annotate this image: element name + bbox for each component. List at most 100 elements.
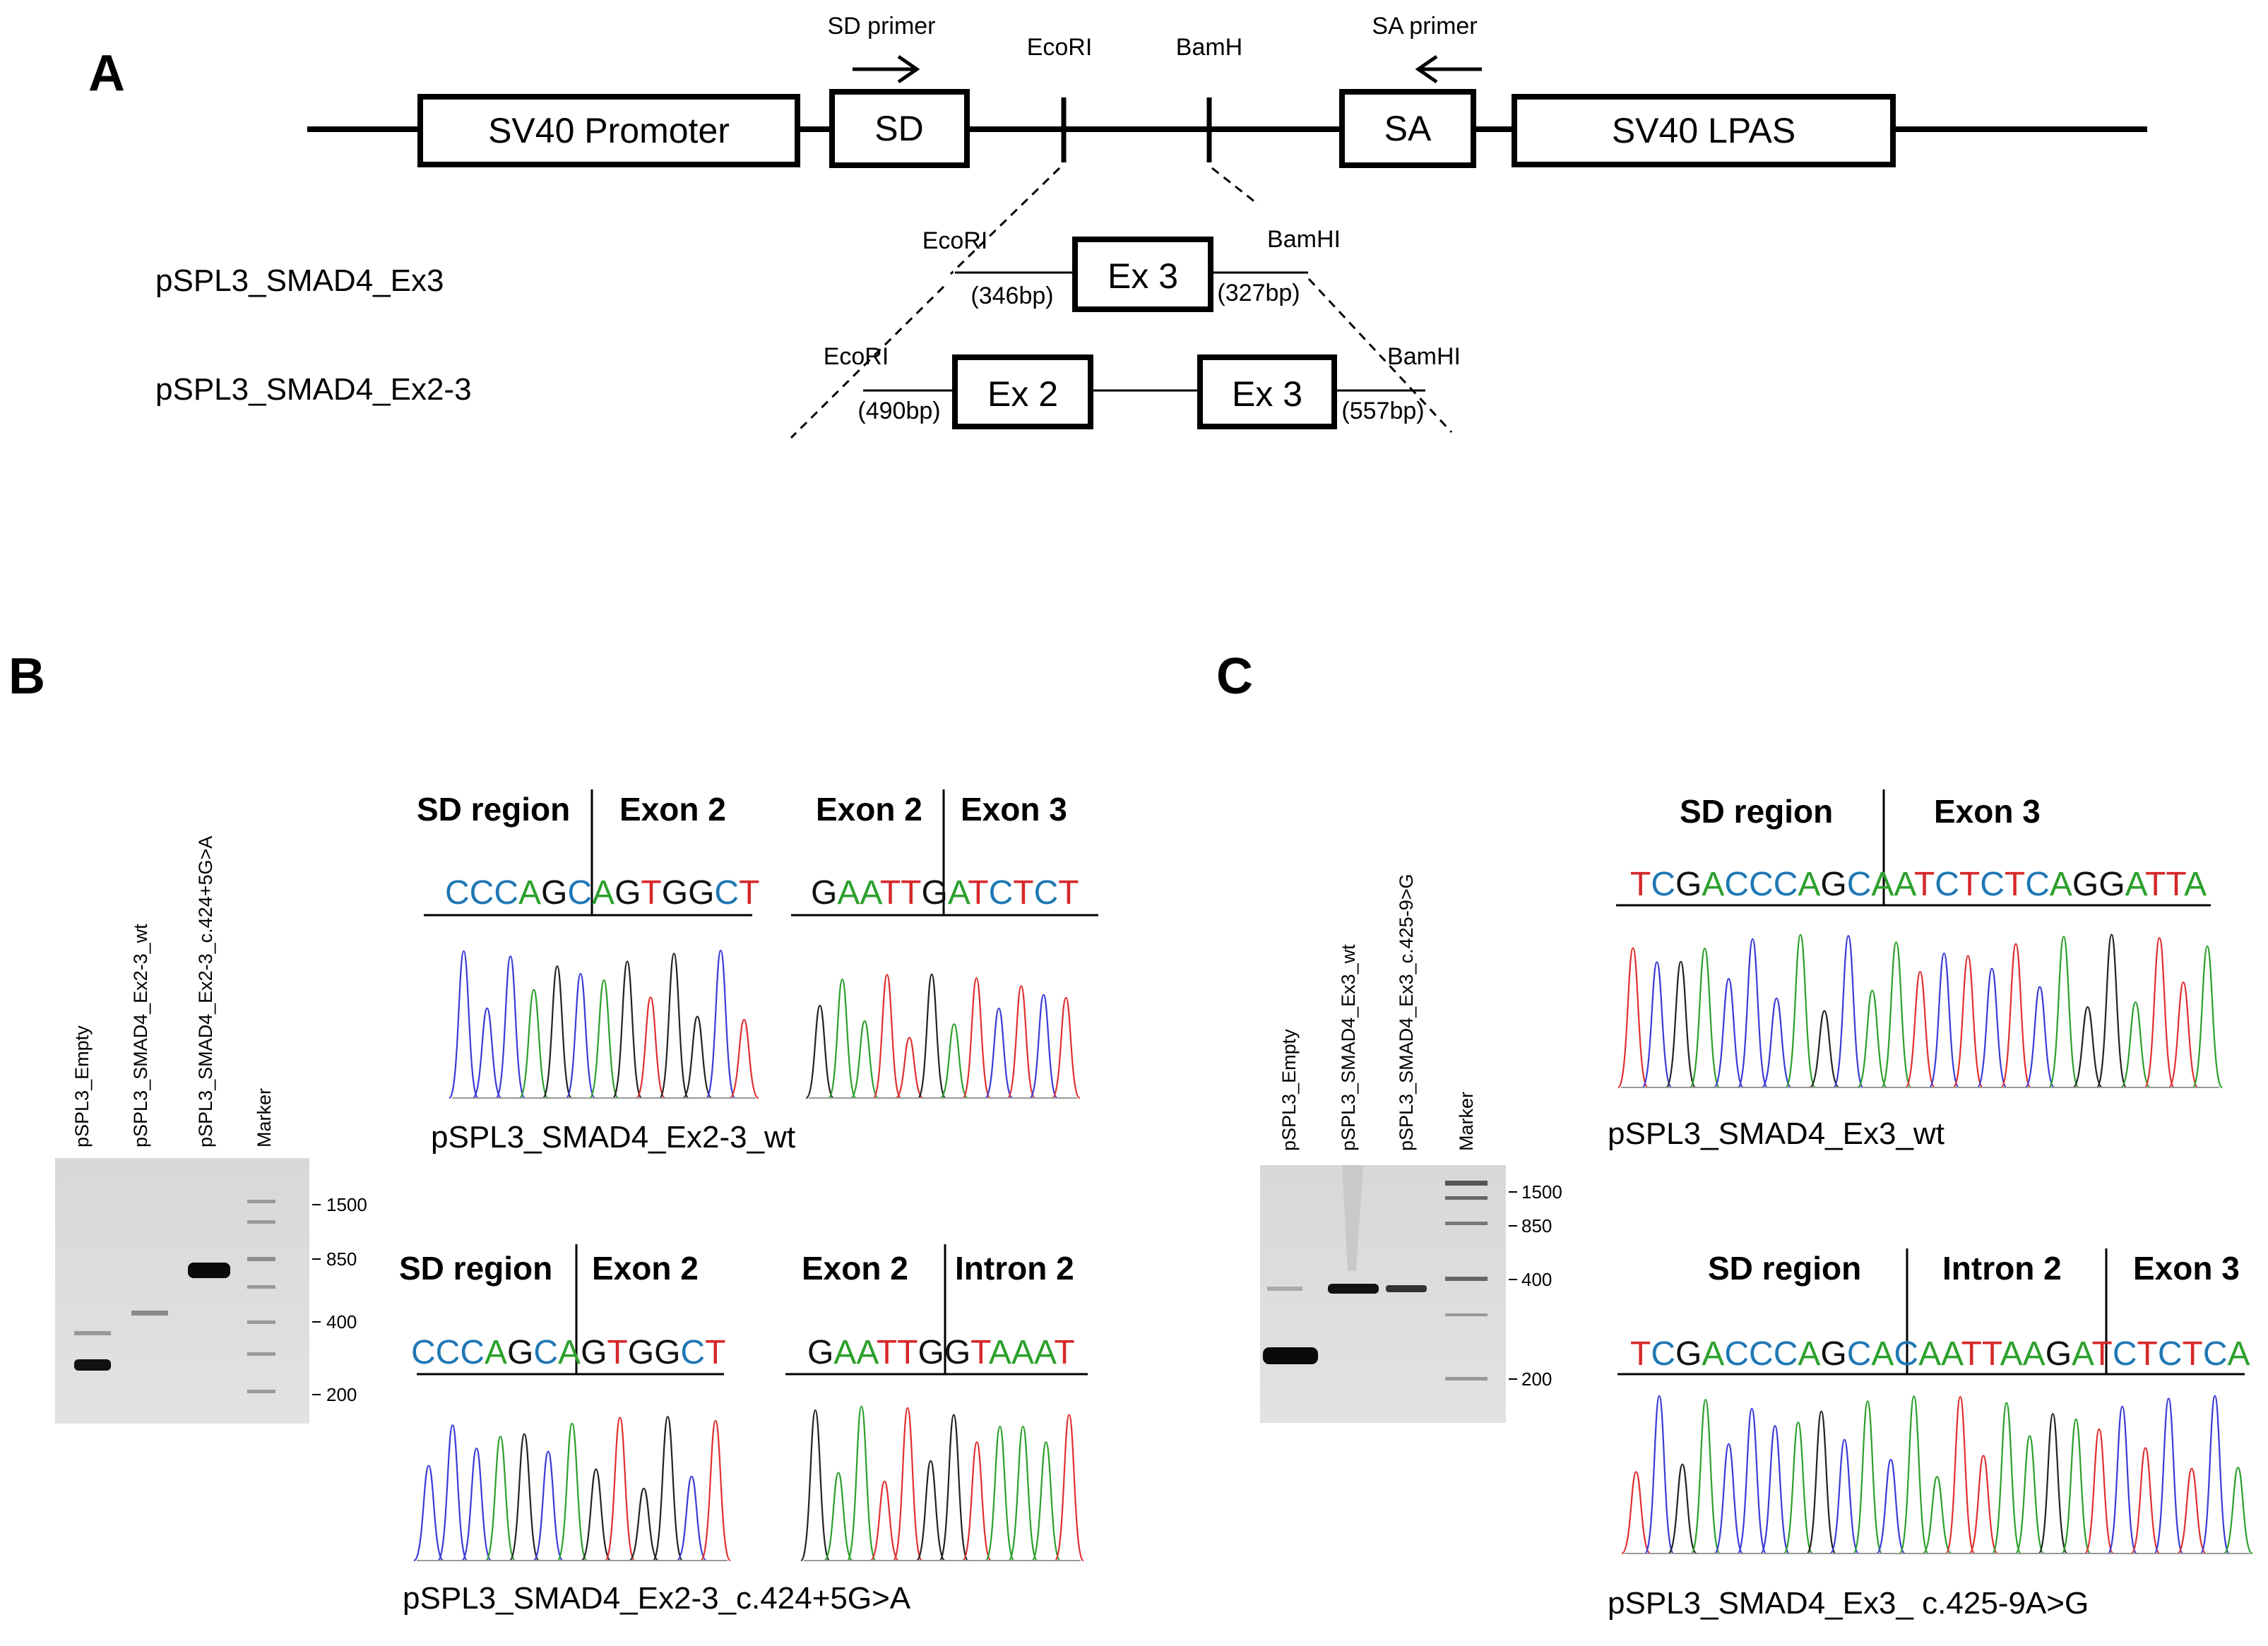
- sequence-text: CCCAGCAGTGGCT: [411, 1334, 725, 1371]
- base-letter: G: [1675, 866, 1702, 903]
- base-letter: T: [2137, 1335, 2157, 1373]
- base-letter: T: [970, 1334, 991, 1371]
- gel-band: [1267, 1287, 1302, 1291]
- base-letter: G: [654, 1334, 680, 1371]
- trace-peak: [1008, 1425, 1038, 1562]
- base-letter: A: [558, 1334, 581, 1371]
- gel-c-lane-label: pSPL3_SMAD4_Ex3_c.425-9>G: [1396, 874, 1417, 1152]
- trace-peak: [1945, 1396, 1976, 1555]
- trace-peak: [2153, 1397, 2184, 1555]
- gel-band: [1386, 1285, 1427, 1292]
- base-letter: A: [2023, 1335, 2046, 1373]
- base-letter: C: [1651, 866, 1675, 903]
- projection-line: [1211, 167, 1259, 206]
- trace-peak: [846, 1405, 877, 1562]
- trace-peak: [2000, 943, 2032, 1089]
- trace-peak: [556, 1422, 588, 1562]
- sa-primer-arrow-icon: [1415, 54, 1482, 84]
- trace-peak: [1785, 934, 1817, 1089]
- base-letter: T: [2091, 1335, 2112, 1373]
- construct-ex3-label: pSPL3_SMAD4_Ex3: [155, 263, 444, 298]
- trace-peak: [682, 1015, 713, 1099]
- trace-peak: [472, 1007, 502, 1099]
- ex3-right-bp: (327bp): [1217, 280, 1300, 306]
- seq-heading: SD region: [399, 1250, 552, 1287]
- sequence-caption: pSPL3_SMAD4_Ex3_ c.425-9A>G: [1608, 1586, 2089, 1621]
- projection-line: [790, 285, 945, 439]
- ladder-band: [247, 1257, 275, 1261]
- gel-c: pSPL3_Empty pSPL3_SMAD4_Ex3_wt pSPL3_SMA…: [1260, 874, 1562, 1423]
- trace-peak: [612, 960, 643, 1099]
- base-letter: C: [567, 874, 592, 912]
- trace-peak: [2144, 937, 2175, 1089]
- seq-heading: Intron 2: [1942, 1250, 2062, 1287]
- trace-peak: [495, 955, 526, 1099]
- panel-b-label: B: [8, 648, 45, 705]
- trace-peak: [652, 1415, 684, 1562]
- sv40-promoter-label: SV40 Promoter: [488, 111, 730, 150]
- trace-peak: [588, 979, 619, 1099]
- sequence-caption: pSPL3_SMAD4_Ex2-3_wt: [431, 1120, 795, 1155]
- base-letter: A: [2000, 1335, 2023, 1373]
- base-letter: T: [2145, 866, 2166, 903]
- base-letter: C: [2025, 866, 2050, 903]
- trace-peak: [412, 1465, 444, 1562]
- trace-peak: [1880, 941, 1912, 1089]
- base-letter: C: [2203, 1335, 2228, 1373]
- trace-peak: [1832, 935, 1864, 1089]
- gel-c-lane-label: pSPL3_SMAD4_Ex3_wt: [1338, 944, 1359, 1151]
- ecori-top-label: EcoRI: [1027, 34, 1093, 61]
- trace-peak: [700, 1419, 732, 1562]
- trace-peak: [939, 1414, 969, 1562]
- base-letter: A: [837, 874, 860, 912]
- seq-heading: Exon 2: [619, 791, 726, 828]
- trace-peak: [658, 953, 689, 1099]
- trace-peak: [2120, 1001, 2151, 1089]
- ladder-band: [1445, 1277, 1488, 1281]
- trace-peak: [939, 1023, 969, 1099]
- base-letter: G: [944, 1334, 970, 1371]
- marker-label: 850: [1521, 1215, 1552, 1236]
- ex3-box: [1072, 237, 1213, 312]
- trace-peak: [1617, 947, 1649, 1089]
- base-letter: C: [470, 874, 494, 912]
- trace-peak: [1054, 1414, 1084, 1562]
- base-letter: C: [460, 1334, 485, 1371]
- base-letter: C: [533, 1334, 558, 1371]
- base-letter: A: [860, 874, 882, 912]
- ex2-box: [952, 354, 1093, 429]
- ex3-box-2-label: Ex 3: [1232, 374, 1302, 414]
- base-letter: A: [948, 874, 970, 912]
- base-letter: A: [1918, 1335, 1941, 1373]
- base-letter: A: [2125, 866, 2148, 903]
- base-letter: C: [2158, 1335, 2183, 1373]
- gel-c-image: [1260, 1165, 1506, 1423]
- panel-a: A SV40 Promoter SD SA SV40 LPAS EcoRI Ba…: [88, 13, 2147, 439]
- trace-peak: [850, 1020, 879, 1099]
- sa-box: [1339, 89, 1476, 168]
- base-letter: G: [662, 874, 688, 912]
- sd-primer-arrow-icon: [853, 54, 920, 84]
- base-letter: A: [485, 1334, 507, 1371]
- trace-peak: [1028, 994, 1059, 1099]
- trace-peak: [2084, 1428, 2115, 1555]
- base-letter: T: [897, 1334, 918, 1371]
- trace-peak: [485, 1436, 516, 1562]
- projection-line: [1307, 278, 1453, 434]
- trace-peak: [1904, 971, 1936, 1089]
- base-letter: A: [592, 874, 615, 912]
- chromatogram: [805, 973, 1081, 1099]
- base-letter: C: [1980, 866, 2005, 903]
- sequence-text: CCCAGCAGTGGCT: [445, 874, 759, 912]
- gel-b: pSPL3_Empty pSPL3_SMAD4_Ex2-3_wt pSPL3_S…: [55, 836, 367, 1424]
- gel-band: [131, 1311, 168, 1316]
- sequence-text: TCGACCCAGCACAATTAAGATCTCTCA: [1630, 1335, 2250, 1373]
- base-letter: G: [541, 874, 567, 912]
- trace-peak: [2060, 1418, 2091, 1555]
- ex3-bamhi-label: BamHI: [1267, 226, 1341, 253]
- sequence-text: TCGACCCAGCAATCTCTCAGGATTA: [1630, 866, 2207, 903]
- trace-peak: [800, 1409, 831, 1562]
- sv40-lpas-box: [1512, 94, 1896, 167]
- sa-label: SA: [1384, 109, 1432, 148]
- chromatogram: [1617, 934, 2224, 1089]
